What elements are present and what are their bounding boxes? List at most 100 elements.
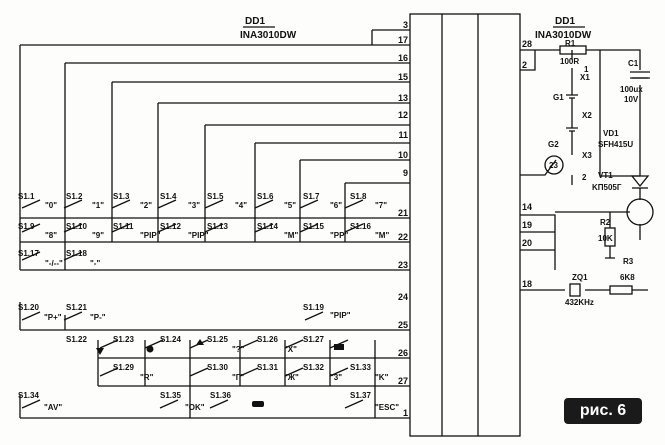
switch-contacts <box>21 199 364 409</box>
switch-label: S1.1 <box>18 192 35 201</box>
zq1-ref: ZQ1 <box>572 273 588 282</box>
battery-cells <box>566 68 578 155</box>
ic-name-right: DD1 <box>555 16 575 27</box>
pin-number: 3 <box>403 20 408 30</box>
crystal-zq1 <box>569 283 581 297</box>
switch-key: "Г" <box>232 373 244 382</box>
r1-value: 100R <box>560 57 579 66</box>
figure-label: рис. 6 <box>564 398 642 424</box>
switch-key: "K" <box>375 373 389 382</box>
switch-label: S1.26 <box>257 335 278 344</box>
capacitor-c1 <box>630 71 650 79</box>
resistor-r3 <box>609 285 633 295</box>
switch-key: "2" <box>140 201 152 210</box>
switch-label: S1.33 <box>350 363 371 372</box>
r2-value: 10K <box>598 234 613 243</box>
vd1-ref: VD1 <box>603 129 619 138</box>
switch-key: "OK" <box>185 403 205 412</box>
switch-label: S1.24 <box>160 335 181 344</box>
ir-led <box>630 175 650 188</box>
node-23 <box>544 155 564 175</box>
ic-name: DD1 <box>245 16 265 27</box>
switch-label: S1.11 <box>113 222 134 231</box>
pin-number: 27 <box>398 376 408 386</box>
switch-label: S1.7 <box>303 192 320 201</box>
pin-number: 21 <box>398 208 408 218</box>
switch-label: S1.32 <box>303 363 324 372</box>
switch-key: "R" <box>140 373 154 382</box>
switch-label: S1.17 <box>18 249 39 258</box>
pin-20: 20 <box>522 238 532 248</box>
ic-body <box>409 13 521 437</box>
switch-key: "9" <box>92 231 104 240</box>
switch-key: "?" <box>232 345 245 354</box>
switch-key: "M" <box>375 231 389 240</box>
switch-label: S1.16 <box>350 222 371 231</box>
switch-key: "AV" <box>44 403 62 412</box>
switch-label: S1.3 <box>113 192 130 201</box>
pin-28: 28 <box>522 39 532 49</box>
switch-label: S1.37 <box>350 391 371 400</box>
transistor-vt1 <box>626 198 654 226</box>
switch-key: "PIP" <box>140 231 161 240</box>
resistor-r2 <box>604 227 616 247</box>
node-23-label: 23 <box>549 161 558 170</box>
g1-label: G1 <box>553 93 564 102</box>
switch-label: S1.14 <box>257 222 278 231</box>
g2-label: G2 <box>548 140 559 149</box>
switch-key: "-" <box>90 259 100 268</box>
switch-label: S1.27 <box>303 335 324 344</box>
switch-key: "ESC" <box>375 403 399 412</box>
x2-label: X2 <box>582 111 592 120</box>
switch-key: "8" <box>45 231 57 240</box>
switch-label: S1.30 <box>207 363 228 372</box>
switch-label: S1.36 <box>210 391 231 400</box>
c1-voltage: 10V <box>624 95 639 104</box>
pin-number: 10 <box>398 150 408 160</box>
switch-key: "3" <box>188 201 200 210</box>
switch-key: "5" <box>284 201 296 210</box>
pin-number: 9 <box>403 168 408 178</box>
pin-number: 17 <box>398 35 408 45</box>
c1-ref: C1 <box>628 59 639 68</box>
pin-14: 14 <box>522 202 532 212</box>
r1-ref: R1 <box>565 39 576 48</box>
x1-label: X1 <box>580 73 590 82</box>
switch-key: "4" <box>235 201 247 210</box>
switch-labels: S1.1 "0" S1.2 "1" S1.3 "2" S1.4 "3" S1.5… <box>18 192 399 412</box>
pin-number: 25 <box>398 320 408 330</box>
pin-number: 1 <box>403 408 408 418</box>
pin-number: 26 <box>398 348 408 358</box>
switch-key: "0" <box>45 201 57 210</box>
switch-label: S1.12 <box>160 222 181 231</box>
switch-key: "1" <box>92 201 104 210</box>
ic-model: INA3010DW <box>240 30 297 41</box>
pin-19: 19 <box>522 220 532 230</box>
switch-label: S1.18 <box>66 249 87 258</box>
pin-number: 16 <box>398 53 408 63</box>
switch-key: "P-" <box>90 313 106 322</box>
switch-label: S1.29 <box>113 363 134 372</box>
switch-label: S1.34 <box>18 391 39 400</box>
switch-label: S1.19 <box>303 303 324 312</box>
switch-label: S1.25 <box>207 335 228 344</box>
bus-wires <box>19 29 410 419</box>
switch-key: "PP" <box>330 231 348 240</box>
vd1-part: SFH415U <box>598 140 633 149</box>
switch-key: "PIP" <box>330 311 351 320</box>
switch-key: "M" <box>284 231 298 240</box>
pin-number: 13 <box>398 93 408 103</box>
switch-label: S1.22 <box>66 335 87 344</box>
pin-number: 15 <box>398 72 408 82</box>
pin-2: 2 <box>522 60 527 70</box>
switch-label: S1.4 <box>160 192 177 201</box>
pt2-label: 2 <box>582 173 587 182</box>
vt1-part: KП505Г <box>592 183 622 192</box>
zq1-value: 432KHz <box>565 298 594 307</box>
switch-key: "6" <box>330 201 342 210</box>
pin-number: 11 <box>398 130 408 140</box>
switch-label: S1.15 <box>303 222 324 231</box>
switch-key: "-/--" <box>45 259 63 268</box>
